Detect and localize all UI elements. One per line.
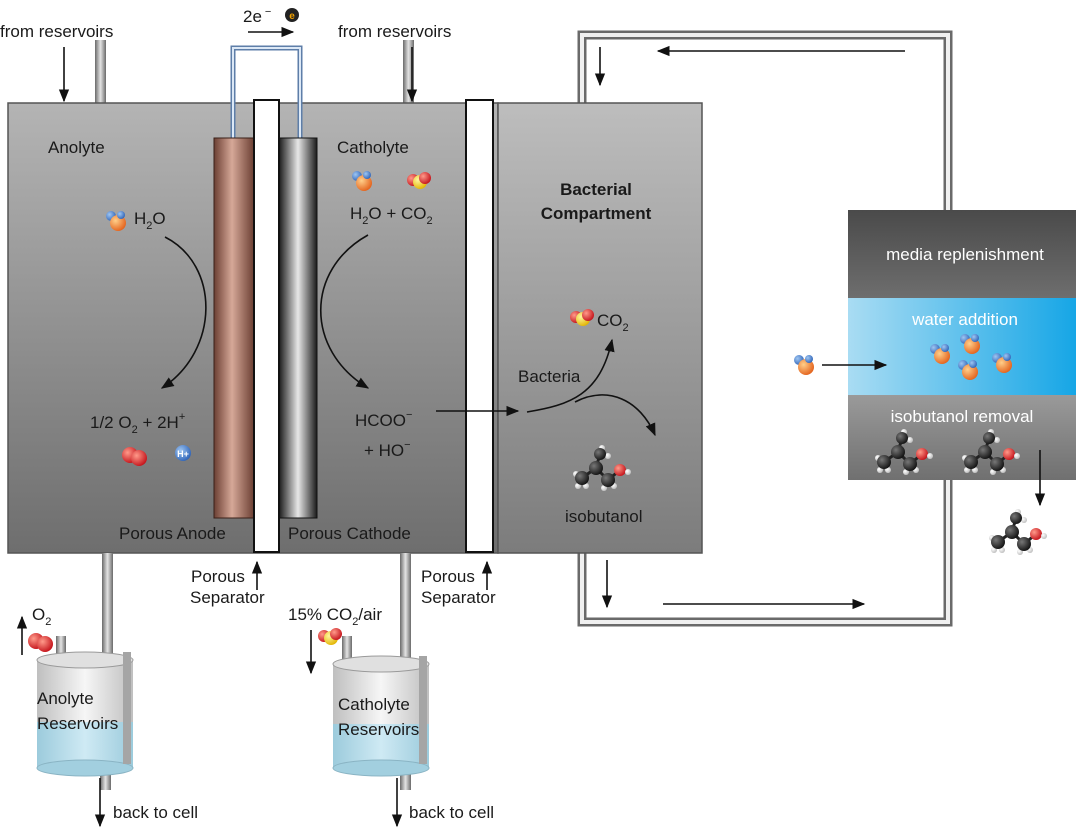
- proton-symbol: H+: [177, 449, 189, 459]
- oxygen-proton-product-label: 1/2 O2 + 2H+: [90, 411, 185, 436]
- catholyte-reservoir-label-line1: Catholyte: [338, 695, 410, 714]
- isobutanol-label: isobutanol: [565, 507, 643, 526]
- water-molecule-icon: [794, 355, 814, 375]
- bacterial-chamber: [497, 102, 703, 554]
- catholyte-title: Catholyte: [337, 138, 409, 157]
- media-replenishment-band: [848, 210, 1076, 298]
- co2-label: CO2: [597, 311, 629, 334]
- porous-anode: [213, 137, 255, 519]
- co2-air-feed-label: 15% CO2/air: [288, 605, 382, 628]
- porous-anode-label: Porous Anode: [119, 524, 226, 543]
- media-replenishment-label: media replenishment: [886, 245, 1044, 264]
- porous-separator-left-label-line2: Separator: [190, 588, 265, 607]
- porous-separator-left-label-line1: Porous: [191, 567, 245, 586]
- anolyte-outlet-pipe: [102, 553, 113, 663]
- porous-separator-right-label-line1: Porous: [421, 567, 475, 586]
- oxygen-molecule-icon: [28, 633, 53, 652]
- isobutanol-molecule-icon: [987, 507, 1049, 557]
- isobutanol-removal-label: isobutanol removal: [891, 407, 1034, 426]
- water-co2-reactant-label: H2O + CO2: [350, 204, 433, 227]
- electron-symbol: e: [289, 11, 295, 22]
- back-to-cell-left-label: back to cell: [113, 803, 198, 822]
- anolyte-reservoir-label-line2: Reservoirs: [37, 714, 118, 733]
- from-reservoirs-right-label: from reservoirs: [338, 22, 451, 41]
- porous-separator-left: [253, 99, 280, 553]
- catholyte-outlet-pipe: [400, 553, 411, 663]
- anolyte-inlet-pipe: [95, 40, 106, 106]
- electron-icon: [285, 8, 299, 22]
- formate-label: HCOO−: [355, 409, 412, 430]
- electron-flow-label: 2e−: [243, 6, 271, 26]
- catholyte-inlet-pipe: [403, 40, 414, 106]
- porous-separator-right: [465, 99, 494, 553]
- proton-icon: [175, 445, 191, 461]
- water-addition-label: water addition: [911, 310, 1018, 329]
- anolyte-reservoir: [36, 636, 134, 777]
- porous-cathode: [278, 137, 318, 519]
- water-label: H2O: [134, 209, 166, 232]
- oxygen-vent-label: O2: [32, 605, 51, 628]
- co2-molecule-icon: [318, 628, 342, 645]
- back-to-cell-right-label: back to cell: [409, 803, 494, 822]
- bacterial-compartment-title-line1: Bacterial: [560, 180, 632, 199]
- catholyte-reservoir: [332, 636, 430, 777]
- porous-separator-right-label-line2: Separator: [421, 588, 496, 607]
- porous-cathode-label: Porous Cathode: [288, 524, 411, 543]
- water-addition-band: [848, 298, 1076, 395]
- flow-arrows: [16, 26, 1046, 828]
- anolyte-title: Anolyte: [48, 138, 105, 157]
- hydroxide-label: + HO−: [364, 439, 411, 460]
- anolyte-reservoir-label-line1: Anolyte: [37, 689, 94, 708]
- catholyte-reservoir-label-line2: Reservoirs: [338, 720, 419, 739]
- bacteria-label: Bacteria: [518, 367, 581, 386]
- bacterial-compartment-title-line2: Compartment: [541, 204, 652, 223]
- from-reservoirs-left-label: from reservoirs: [0, 22, 113, 41]
